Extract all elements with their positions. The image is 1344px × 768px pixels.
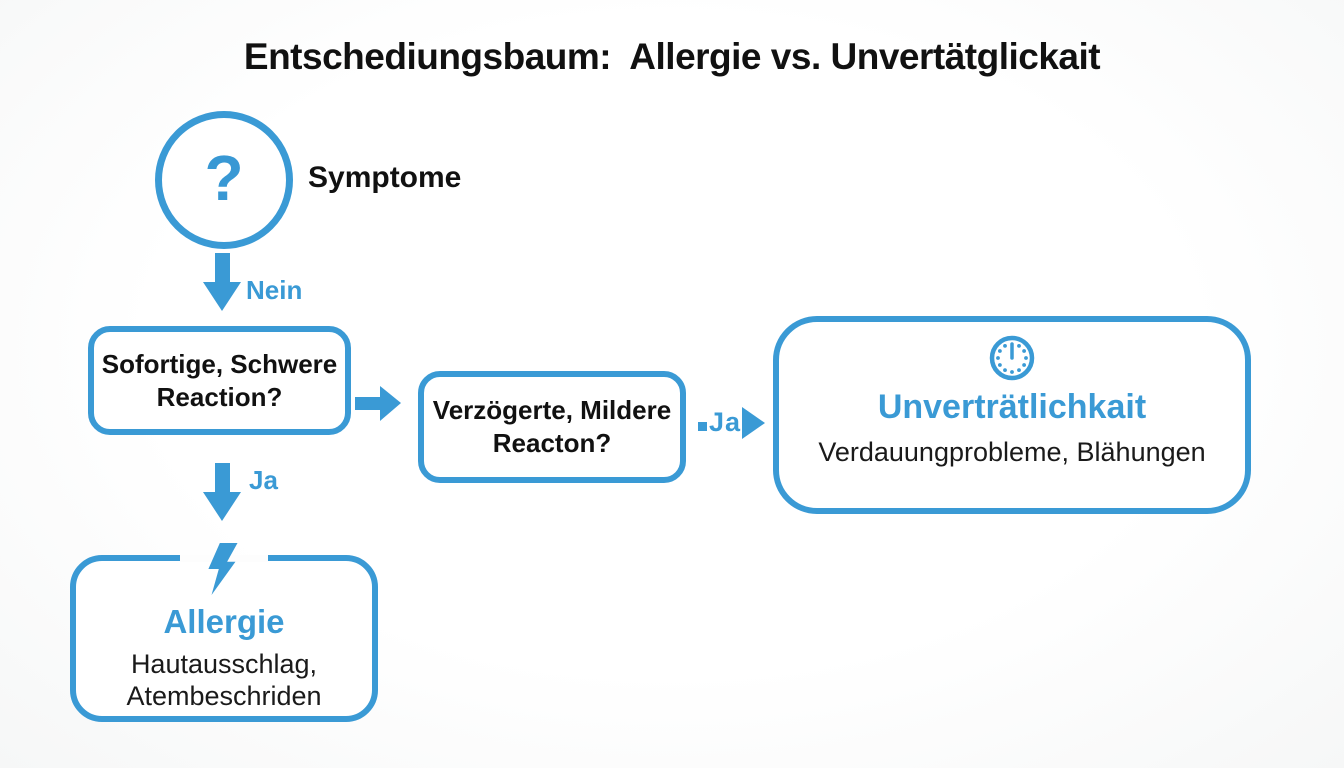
allergie-line1: Hautausschlag, <box>130 649 318 679</box>
edge-ja-right: Ja <box>698 405 766 439</box>
edge-label-nein: Nein <box>246 275 303 305</box>
unvertraeglichkeit-subtitle: Verdauungprobleme, Blähungen <box>818 437 1206 467</box>
arrow-right-icon <box>355 386 401 421</box>
clock-icon <box>989 335 1035 381</box>
sofortige-box: Sofortige, Schwere Reaction? <box>88 326 351 435</box>
artifact-mark <box>698 421 707 431</box>
question-mark-icon: ? <box>204 142 244 214</box>
verzoegerte-line2: Reacton? <box>492 428 612 458</box>
arrow-down-icon <box>203 253 241 311</box>
sofortige-line2: Reaction? <box>156 381 283 412</box>
arrow-down-icon <box>203 463 241 521</box>
allergie-box: Allergie Hautausschlag, Atembeschriden <box>70 543 378 722</box>
verzoegerte-line1: Verzögerte, Mildere <box>432 395 672 425</box>
symptome-node: ? <box>155 111 293 249</box>
allergie-title: Allergie <box>163 603 285 640</box>
diagram-title: Entschediungsbaum: Allergie vs. Unvertät… <box>243 36 1101 77</box>
unvertraeglichkeit-title: Unverträtlichkait <box>877 388 1147 426</box>
edge-label-ja-right: Ja <box>709 406 742 437</box>
unvertraeglichkeit-box: Unverträtlichkait Verdauungprobleme, Blä… <box>773 316 1251 514</box>
verzoegerte-box: Verzögerte, Mildere Reacton? <box>418 371 686 483</box>
lightning-icon <box>208 543 238 595</box>
sofortige-line1: Sofortige, Schwere <box>101 348 338 379</box>
symptome-label: Symptome <box>308 161 462 194</box>
arrowhead-right-icon <box>742 407 766 439</box>
allergie-line2: Atembeschriden <box>126 681 322 711</box>
edge-label-ja-down: Ja <box>249 465 278 495</box>
